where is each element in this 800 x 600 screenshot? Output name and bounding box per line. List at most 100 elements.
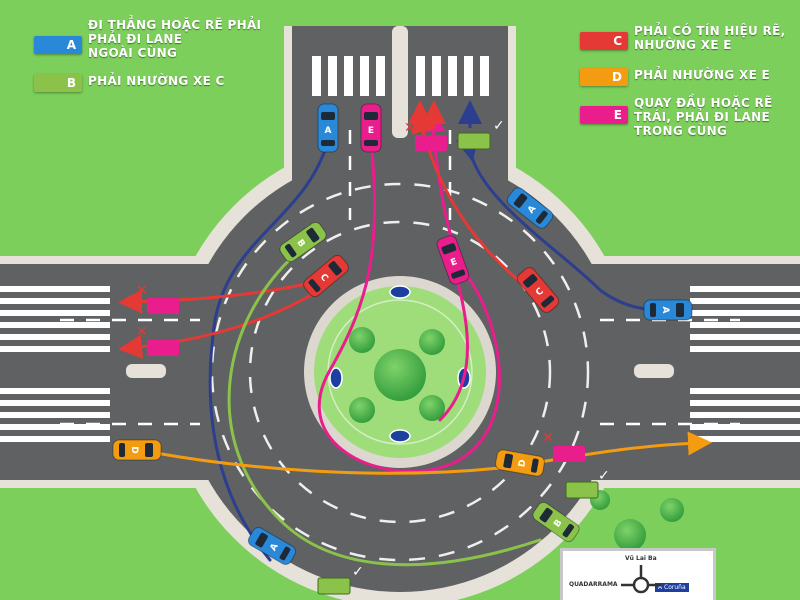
legend-c: C PHẢI CÓ TÍN HIỆU RẼ, NHƯỜNG XE E [580, 24, 785, 52]
car-b: B [532, 501, 580, 543]
legend-b: B PHẢI NHƯỜNG XE C [34, 74, 225, 92]
cross-mark: ✕ [136, 283, 148, 299]
tree-icon [419, 395, 445, 421]
crosswalk-stripe [690, 286, 800, 292]
corner-trees [590, 490, 684, 551]
crosswalk-stripe [690, 298, 800, 304]
car-windshield [539, 507, 553, 523]
car-letter: A [325, 126, 332, 136]
car-rear-window [562, 523, 574, 538]
crosswalk-stripe [0, 388, 110, 394]
crosswalk-stripe [0, 322, 110, 328]
tree-icon [349, 327, 375, 353]
car-a: A [643, 299, 693, 321]
path-b-green [227, 248, 542, 567]
crosswalk-stripe [0, 436, 110, 442]
car-letter: A [660, 307, 670, 314]
crosswalk-stripe [448, 56, 457, 96]
legend-chip-c: C [580, 32, 628, 50]
car-a: A [247, 527, 297, 565]
car-windshield [441, 243, 457, 255]
legend-chip-d: D [580, 68, 628, 86]
tree-icon [660, 498, 684, 522]
crosswalk-stripe [416, 56, 425, 96]
crosswalk-stripe [690, 436, 800, 442]
car-rear-window [530, 458, 539, 473]
car-rear-window [285, 243, 297, 258]
crosswalk-stripe [464, 56, 473, 96]
car-windshield [255, 532, 268, 548]
legend-text-e: QUAY ĐẦU HOẶC RẼ TRÁI, PHẢI ĐI LANE TRON… [634, 96, 773, 138]
legend-text-a: ĐI THẲNG HOẶC RẼ PHẢI PHẢI ĐI LANE NGOÀI… [88, 18, 262, 60]
legend-a: A ĐI THẲNG HOẶC RẼ PHẢI PHẢI ĐI LANE NGO… [34, 18, 261, 60]
car-e: E [436, 235, 470, 285]
crosswalk-stripe [0, 310, 110, 316]
legend-chip-b: B [34, 74, 82, 92]
legend-chip-e: E [580, 106, 628, 124]
crosswalk-stripe [690, 334, 800, 340]
crosswalk-stripe [344, 56, 353, 96]
car-rear-window [308, 279, 321, 293]
legend-d: D PHẢI NHƯỜNG XE E [580, 68, 770, 86]
car-a: A [317, 103, 339, 153]
check-mark: ✓ [598, 468, 610, 484]
crosswalk-stripe [690, 388, 800, 394]
crosswalk-stripe [690, 400, 800, 406]
car-windshield [676, 303, 684, 317]
sign-right-label: A Coruña [655, 583, 689, 592]
roundabout-symbol-icon [621, 565, 661, 594]
car-windshield [321, 112, 335, 120]
crosswalk-stripe [0, 400, 110, 406]
car-letter: A [269, 542, 281, 553]
car-rear-window [535, 210, 548, 224]
sign-left-label: QUADARRAMA [569, 581, 618, 588]
path-a-navy [208, 148, 327, 562]
lane-arrows [408, 100, 482, 128]
roundabout-sign-icon [329, 367, 343, 389]
car-letter: E [368, 126, 374, 136]
car-letter: B [294, 238, 306, 249]
car-letter: D [517, 459, 528, 468]
legend-text-d: PHẢI NHƯỜNG XE E [634, 68, 771, 82]
crosswalks [0, 56, 800, 442]
crosswalk-stripe [690, 322, 800, 328]
cross-mark: ✕ [136, 324, 148, 340]
check-mark: ✓ [493, 118, 505, 134]
car-d: D [495, 449, 545, 477]
tree-icon [349, 397, 375, 423]
status-marks: ✕ ✕ ✕ ✕ ✓ ✓ ✓ [136, 118, 610, 580]
crosswalk-stripe [480, 56, 489, 96]
crosswalk-stripe [690, 310, 800, 316]
car-windshield [513, 193, 528, 208]
crosswalk-stripe [690, 346, 800, 352]
car-windshield [523, 274, 538, 288]
car-b: B [279, 221, 327, 263]
car-windshield [503, 453, 514, 469]
car-letter: C [534, 286, 546, 298]
car-c: C [516, 267, 560, 313]
cross-mark: ✕ [542, 430, 554, 446]
car-rear-window [541, 295, 555, 308]
car-a: A [506, 187, 554, 229]
car-letter: C [318, 272, 330, 284]
sign-top-label: Vũ Lai Ba [625, 555, 657, 562]
crosswalk-stripe [328, 56, 337, 96]
car-e: E [360, 103, 382, 153]
roundabout-sign-icon [389, 285, 411, 299]
crosswalk-stripe [0, 298, 110, 304]
car-letter: E [449, 257, 458, 269]
check-mark: ✓ [352, 564, 364, 580]
path-d-orange [148, 431, 712, 475]
road-medians [126, 26, 674, 378]
legend-e: E QUAY ĐẦU HOẶC RẼ TRÁI, PHẢI ĐI LANE TR… [580, 96, 773, 138]
car-letter: B [552, 518, 564, 529]
car-rear-window [279, 546, 291, 561]
car-rear-window [119, 443, 125, 457]
crosswalk-stripe [690, 412, 800, 418]
car-windshield [306, 227, 320, 243]
car-letter: A [526, 204, 538, 216]
tree-icon [374, 349, 426, 401]
path-a-navy-east [455, 135, 662, 312]
